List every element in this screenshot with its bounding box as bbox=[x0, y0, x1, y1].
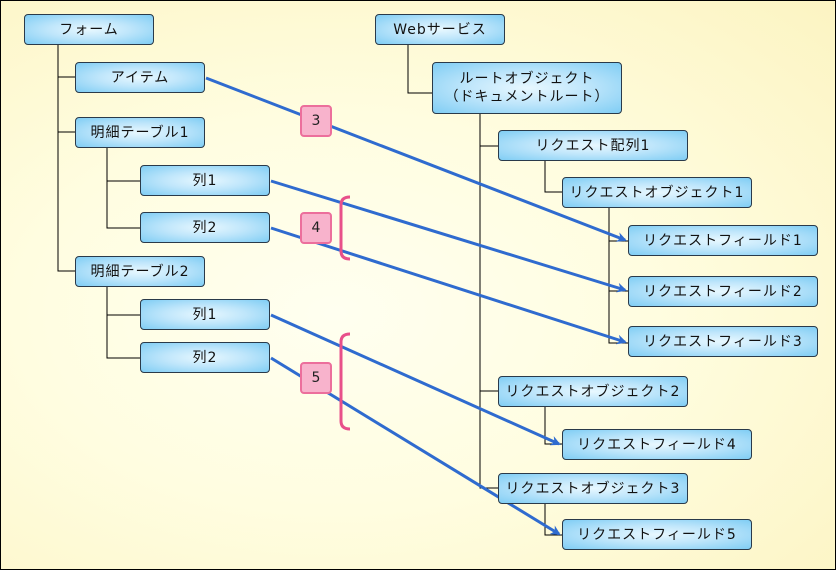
arrow-t1col2-to-field3 bbox=[270, 226, 627, 345]
node-root-object[interactable]: ルートオブジェクト （ドキュメントルート） bbox=[432, 62, 622, 114]
connector-form-vertical bbox=[57, 45, 75, 272]
arrow-item-to-field1 bbox=[205, 76, 627, 242]
bracket-5 bbox=[339, 332, 351, 431]
node-web-service[interactable]: Webサービス bbox=[375, 14, 505, 45]
node-table1[interactable]: 明細テーブル1 bbox=[75, 117, 205, 148]
connector-table1-children bbox=[106, 148, 140, 229]
node-table1-col2[interactable]: 列2 bbox=[140, 212, 270, 243]
bracket-4 bbox=[339, 195, 351, 261]
node-table2-col2[interactable]: 列2 bbox=[140, 342, 270, 373]
arrow-t2col1-to-field4 bbox=[270, 313, 561, 446]
connector-root-vertical bbox=[479, 113, 498, 489]
arrow-t1col1-to-field2 bbox=[270, 179, 627, 293]
connector-table2-children bbox=[106, 287, 140, 359]
connector-object1-fields bbox=[608, 207, 628, 344]
connector-array1-object1 bbox=[544, 161, 562, 193]
node-request-field5[interactable]: リクエストフィールド5 bbox=[562, 519, 752, 550]
node-request-object1[interactable]: リクエストオブジェクト1 bbox=[562, 177, 752, 208]
node-item[interactable]: アイテム bbox=[75, 62, 205, 93]
node-table1-col1[interactable]: 列1 bbox=[140, 165, 270, 196]
node-form[interactable]: フォーム bbox=[24, 14, 154, 45]
node-request-object3[interactable]: リクエストオブジェクト3 bbox=[498, 473, 688, 504]
badge-5: 5 bbox=[300, 362, 332, 394]
node-table2[interactable]: 明細テーブル2 bbox=[75, 256, 205, 287]
node-request-field3[interactable]: リクエストフィールド3 bbox=[628, 326, 818, 357]
node-table2-col1[interactable]: 列1 bbox=[140, 299, 270, 330]
left-tree-connectors bbox=[57, 45, 140, 359]
badge-3: 3 bbox=[300, 105, 332, 137]
node-request-field4[interactable]: リクエストフィールド4 bbox=[562, 429, 752, 460]
node-request-array1[interactable]: リクエスト配列1 bbox=[498, 130, 688, 161]
node-request-field2[interactable]: リクエストフィールド2 bbox=[628, 276, 818, 307]
brackets bbox=[339, 195, 351, 431]
badge-4: 4 bbox=[300, 212, 332, 244]
node-request-field1[interactable]: リクエストフィールド1 bbox=[628, 225, 818, 256]
node-request-object2[interactable]: リクエストオブジェクト2 bbox=[498, 376, 688, 407]
connector-web-root bbox=[407, 45, 432, 94]
